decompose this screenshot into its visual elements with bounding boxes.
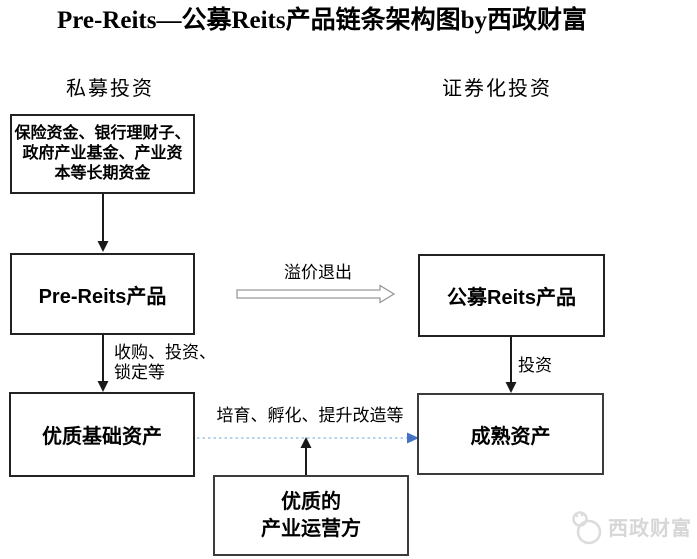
dotted-right-arrow: [197, 432, 419, 444]
column-header-securitized-investment: 证券化投资: [442, 78, 552, 100]
node-pre-reits-product: Pre-Reits产品: [10, 253, 195, 335]
node-industry-operator: 优质的 产业运营方: [213, 475, 409, 556]
edge-label-acquisition-line1: 收购、投资、: [114, 343, 216, 362]
node-quality-base-assets: 优质基础资产: [9, 392, 195, 477]
node-pre-reits-product-label: Pre-Reits产品: [38, 285, 167, 308]
page-title: Pre-Reits—公募Reits产品链条架构图by西政财富: [56, 7, 588, 34]
edge-label-acquisition-line2: 锁定等: [114, 363, 165, 382]
column-header-private-investment: 私募投资: [66, 78, 154, 100]
brand-watermark: 西政财富: [568, 506, 692, 546]
brand-icon: [572, 511, 602, 545]
node-mature-assets: 成熟资产: [417, 393, 604, 475]
edge-label-invest: 投资: [518, 356, 552, 375]
node-industry-operator-line1: 优质的: [281, 490, 341, 513]
edge-label-acquisition: 收购、投资、 锁定等: [114, 343, 216, 383]
hollow-right-arrow: [236, 284, 396, 304]
brand-watermark-label: 西政财富: [608, 517, 692, 540]
node-quality-base-assets-label: 优质基础资产: [42, 426, 162, 448]
up-arrow-operator-to-cultivation: [300, 437, 312, 475]
node-industry-operator-line2: 产业运营方: [261, 517, 361, 540]
node-long-term-funds-line1: 保险资金、银行理财子、: [14, 125, 191, 142]
down-arrow-funds-to-prereits: [97, 194, 109, 252]
node-long-term-funds-line3: 本等长期资金: [54, 165, 151, 182]
node-mature-assets-label: 成熟资产: [470, 425, 551, 448]
node-public-reits-product-label: 公募Reits产品: [447, 287, 576, 309]
node-public-reits-product: 公募Reits产品: [418, 254, 605, 337]
down-arrow-public-to-mature: [505, 337, 517, 393]
edge-label-cultivation: 培育、孵化、提升改造等: [216, 406, 404, 425]
node-long-term-funds: 保险资金、银行理财子、 政府产业基金、产业资 本等长期资金: [10, 114, 195, 194]
down-arrow-prereits-to-quality: [97, 335, 109, 392]
edge-label-premium-exit: 溢价退出: [284, 263, 352, 282]
node-long-term-funds-line2: 政府产业基金、产业资: [22, 145, 183, 162]
